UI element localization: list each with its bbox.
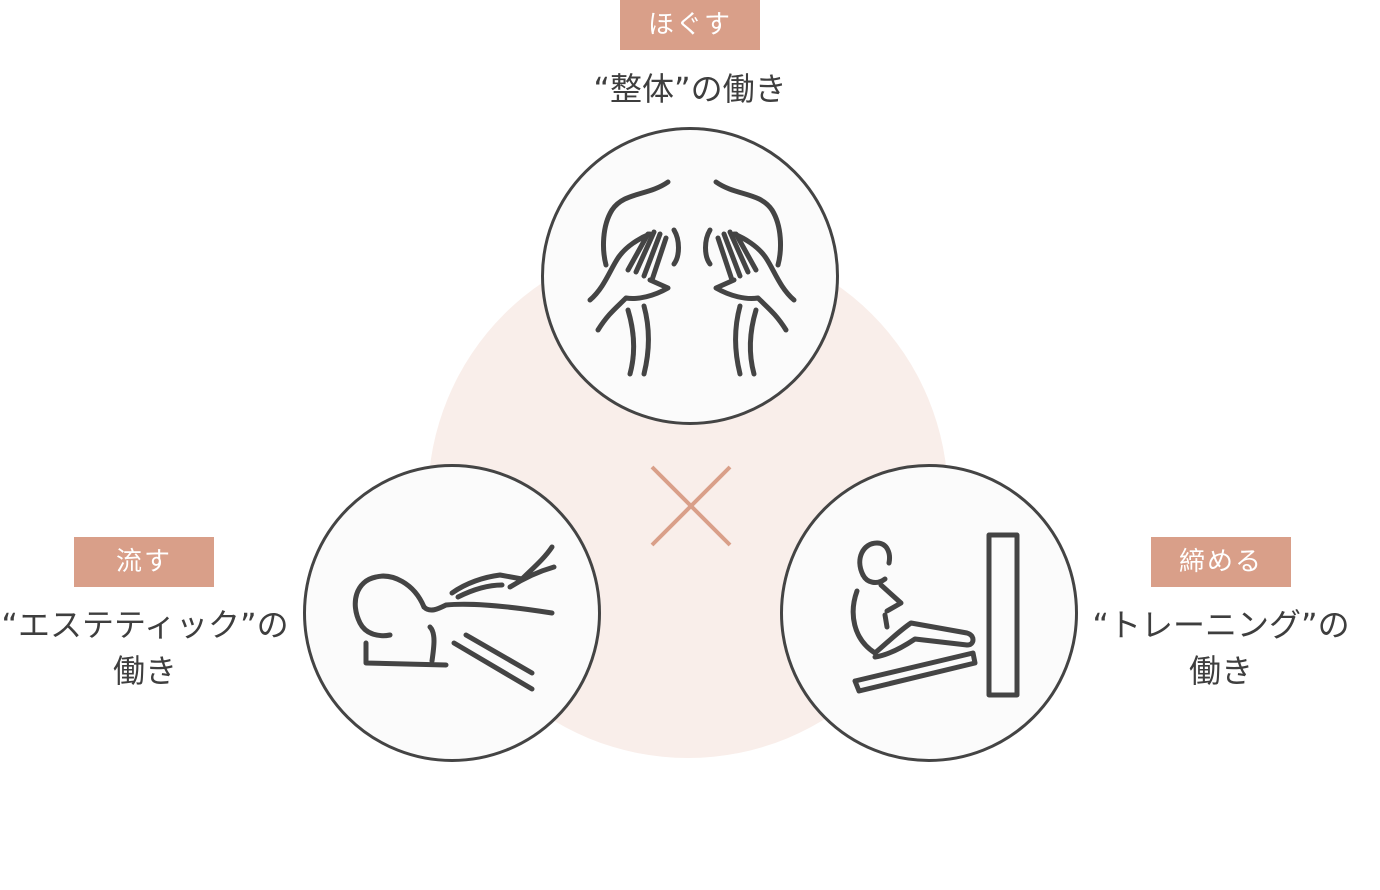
badge-shimeru: 締める [1151,537,1291,587]
cross-icon [650,465,732,547]
caption-seitai-text: “整体”の働き [593,70,787,108]
caption-esthetic-line1: “エステティック”の [1,606,289,644]
badge-nagasu: 流す [74,537,214,587]
circle-training [780,464,1078,762]
circle-seitai [541,127,839,425]
leg-press-training-icon [850,532,1020,698]
caption-training: “トレーニング”の 働き [1080,602,1362,694]
lying-massage-icon [352,544,557,692]
caption-esthetic: “エステティック”の 働き [0,602,290,694]
caption-training-line1: “トレーニング”の [1092,606,1350,644]
badge-hogusu: ほぐす [620,0,760,50]
caption-seitai: “整体”の働き [540,66,840,112]
circle-esthetic [303,464,601,762]
caption-training-line2: 働き [1188,652,1253,690]
caption-esthetic-line2: 働き [112,652,177,690]
hands-massage-icon [587,179,797,377]
